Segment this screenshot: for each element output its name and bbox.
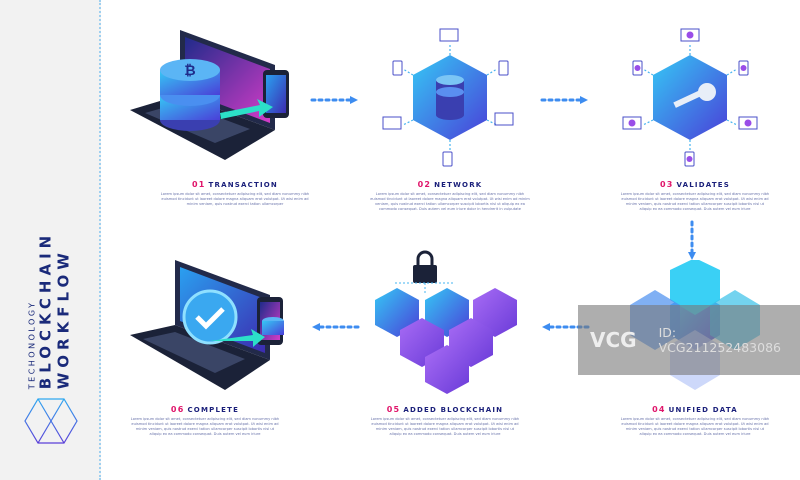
complete-illustration	[130, 260, 284, 390]
step-number: 04	[652, 405, 666, 414]
step-number: 01	[192, 180, 206, 189]
watermark-id: ID: VCG211252483086	[658, 325, 781, 355]
step-description: Lorem ipsum dolor sit amet, consectetuer…	[130, 417, 280, 436]
step-description: Lorem ipsum dolor sit amet, consectetuer…	[620, 192, 770, 211]
transfer-arrow-icon	[220, 99, 273, 119]
check-circle-icon	[182, 289, 238, 345]
title-line-2: WORKFLOW	[54, 248, 73, 390]
laptop-node-icon	[439, 28, 459, 42]
step-description: Lorem ipsum dolor sit amet, consectetuer…	[620, 417, 770, 436]
step-title: TRANSACTION	[208, 181, 278, 189]
svg-text:₿: ₿	[184, 63, 195, 79]
step-number: 02	[417, 180, 432, 189]
title-line-1: BLOCKCHAIN	[36, 230, 55, 390]
laptop-node-icon	[494, 112, 514, 126]
arrow-left-2	[312, 323, 360, 331]
phone-node-icon	[442, 151, 453, 167]
step-number: 03	[659, 180, 674, 189]
step-title: ADDED BLOCKCHAIN	[403, 406, 504, 414]
step-title: VALIDATES	[676, 181, 731, 189]
phone-node-icon	[392, 60, 403, 76]
step-description: Lorem ipsum dolor sit amet, consectetuer…	[370, 417, 520, 436]
arrow-down	[688, 220, 696, 260]
phone-node-icon	[498, 60, 509, 76]
step-title: UNIFIED DATA	[668, 406, 738, 414]
coin-stack-icon	[436, 75, 464, 120]
block-cubes	[375, 288, 517, 394]
arrow-right-1	[310, 96, 358, 104]
added-blockchain-illustration	[375, 250, 517, 394]
transaction-illustration: ₿	[130, 30, 289, 160]
network-illustration	[382, 28, 514, 167]
key-icon	[673, 83, 716, 108]
watermark-logo: VCG	[590, 328, 637, 352]
watermark: VCG ID: VCG211252483086	[578, 305, 800, 375]
step-description: Lorem ipsum dolor sit amet, consectetuer…	[370, 192, 530, 211]
step-number: 05	[386, 405, 401, 414]
coin-stack-icon: ₿	[160, 59, 220, 131]
laptop-node-icon	[382, 116, 402, 130]
step-number: 06	[170, 405, 185, 414]
hexagon-logo-icon	[24, 398, 78, 444]
sidebar: TECHONOLOGY BLOCKCHAIN WORKFLOW	[0, 0, 101, 480]
validates-illustration	[622, 28, 758, 167]
check-badge-icons	[628, 31, 752, 162]
step-description: Lorem ipsum dolor sit amet, consectetuer…	[160, 192, 310, 206]
vertical-title: TECHONOLOGY BLOCKCHAIN WORKFLOW	[28, 231, 73, 389]
padlock-icon	[413, 250, 437, 283]
step-title: COMPLETE	[187, 406, 240, 414]
subtitle: TECHONOLOGY	[27, 300, 37, 390]
arrow-right-2	[540, 96, 588, 104]
step-title: NETWORK	[434, 181, 483, 189]
